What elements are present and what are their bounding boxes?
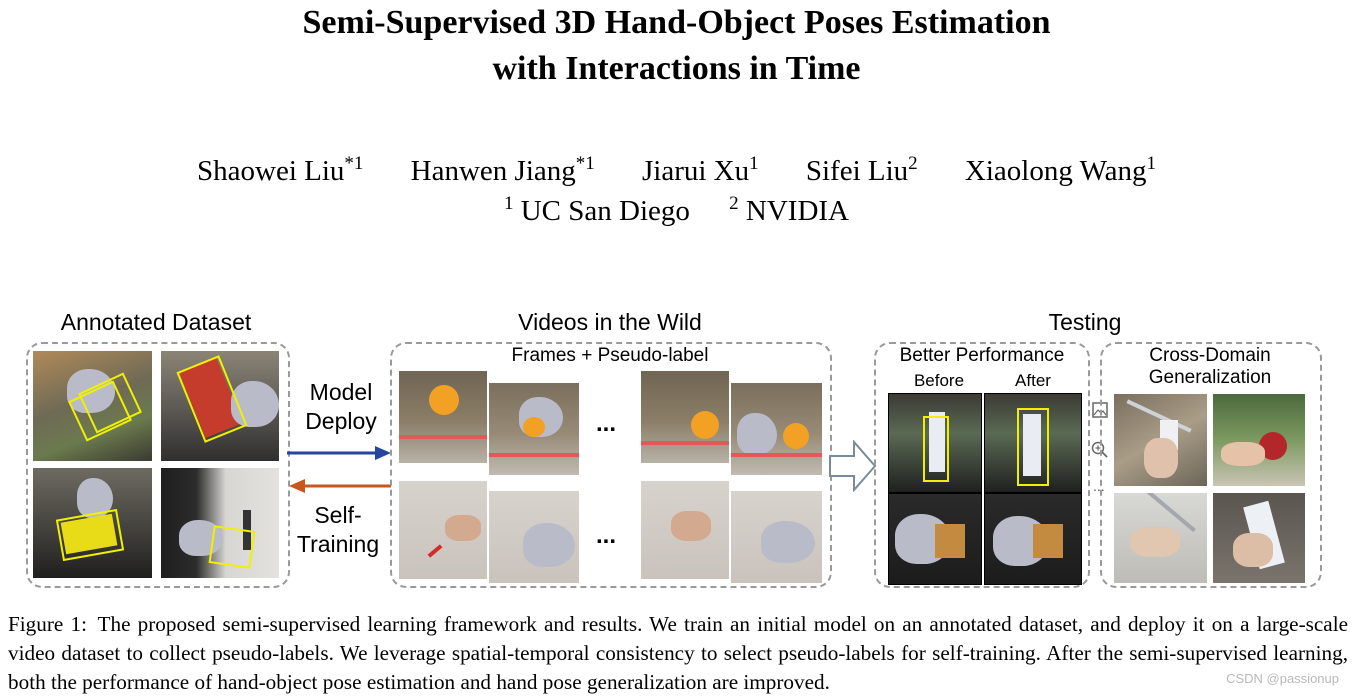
after-label: After — [1015, 371, 1051, 390]
before-label: Before — [913, 371, 965, 390]
affiliation: 1 UC San Diego — [503, 193, 690, 227]
cross-domain-image-1 — [1113, 393, 1208, 487]
annotated-image-3 — [32, 467, 153, 579]
author: Hanwen Jiang*1 — [410, 153, 595, 187]
annotated-image-4 — [160, 467, 280, 579]
figure-1: Annotated Dataset Model Deploy Self- Tra… — [0, 300, 1353, 600]
videos-in-the-wild-title: Videos in the Wild — [518, 309, 702, 335]
to-testing-arrow — [829, 440, 877, 492]
cross-domain-image-4 — [1212, 492, 1306, 584]
better-performance-panel — [874, 342, 1090, 588]
author: Jiarui Xu1 — [642, 153, 759, 187]
video-frame-8 — [730, 490, 823, 584]
video-frame-2 — [488, 382, 580, 476]
self-training-label: Self- Training — [296, 502, 380, 557]
self-training-arrow — [289, 479, 391, 493]
deploy-arrow — [287, 446, 391, 460]
author: Shaowei Liu*1 — [197, 153, 364, 187]
video-frame-3 — [640, 370, 730, 464]
video-frame-4 — [730, 382, 823, 476]
author-list: Shaowei Liu*1 Hanwen Jiang*1 Jiarui Xu1 … — [0, 152, 1353, 190]
author: Sifei Liu2 — [805, 153, 918, 187]
paper-title: Semi-Supervised 3D Hand-Object Poses Est… — [0, 0, 1353, 92]
frames-ellipsis-bottom: ... — [596, 522, 617, 549]
test-before-image-1 — [888, 393, 982, 493]
more-icon[interactable]: ... — [1093, 478, 1105, 494]
video-frame-6 — [488, 490, 580, 584]
side-toolbar: ... — [1088, 398, 1112, 506]
zoom-icon[interactable] — [1090, 440, 1110, 460]
affiliation: 2 NVIDIA — [729, 193, 849, 227]
better-performance-title: Better Performance — [899, 345, 1065, 366]
test-before-image-2 — [888, 493, 982, 585]
frames-ellipsis-top: ... — [596, 410, 617, 437]
test-after-image-1 — [984, 393, 1082, 493]
author: Xiaolong Wang1 — [964, 153, 1156, 187]
annotated-image-2 — [160, 350, 280, 462]
cross-domain-panel — [1100, 342, 1322, 588]
affiliation-list: 1 UC San Diego 2 NVIDIA — [0, 193, 1353, 229]
cross-domain-image-2 — [1212, 393, 1306, 487]
model-deploy-label: Model Deploy — [305, 379, 377, 434]
testing-title: Testing — [1048, 309, 1122, 335]
frames-pseudo-label: Frames + Pseudo-label — [511, 345, 709, 366]
title-line-1: Semi-Supervised 3D Hand-Object Poses Est… — [302, 4, 1051, 41]
annotated-image-1 — [32, 350, 153, 462]
annotated-dataset-panel — [26, 342, 290, 588]
video-frame-5 — [398, 480, 488, 580]
watermark: CSDN @passionup — [1226, 671, 1339, 686]
title-line-2: with Interactions in Time — [492, 50, 861, 87]
cross-domain-title: Cross-Domain Generalization — [1148, 345, 1272, 388]
test-after-image-2 — [984, 493, 1082, 585]
figure-caption: Figure 1: The proposed semi-supervised l… — [8, 612, 1348, 694]
video-frame-7 — [640, 480, 730, 580]
cross-domain-image-3 — [1113, 492, 1208, 584]
video-frame-1 — [398, 370, 488, 464]
annotated-dataset-title: Annotated Dataset — [60, 309, 252, 335]
